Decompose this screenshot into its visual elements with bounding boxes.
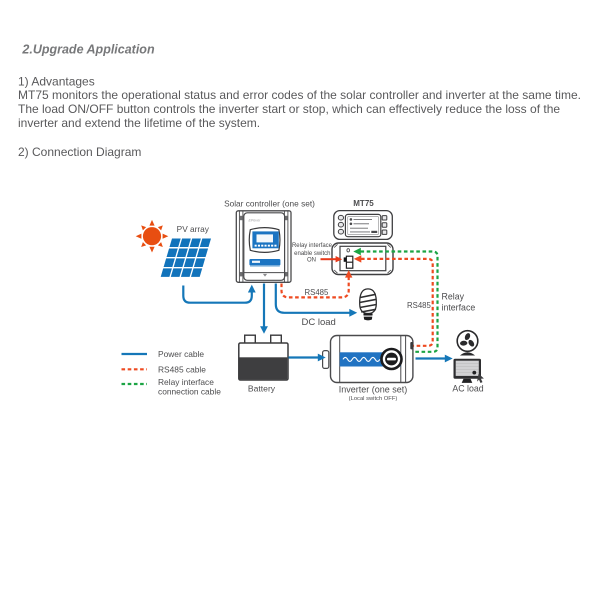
svg-text:MT75 monitors the operational: MT75 monitors the operational status and…: [18, 88, 581, 102]
svg-text:Relay interface: Relay interface: [292, 243, 333, 249]
svg-text:PV array: PV array: [177, 224, 210, 234]
svg-text:inverter and extend the lifeti: inverter and extend the lifetime of the …: [18, 116, 260, 130]
svg-text:RS485 cable: RS485 cable: [158, 364, 206, 374]
svg-text:2) Connection Diagram: 2) Connection Diagram: [18, 145, 141, 159]
svg-text:connection cable: connection cable: [158, 386, 221, 396]
svg-text:RS485: RS485: [407, 301, 432, 310]
svg-text:MT75: MT75: [353, 199, 374, 208]
svg-text:EPever: EPever: [249, 219, 262, 223]
svg-text:2.Upgrade Application: 2.Upgrade Application: [21, 43, 155, 57]
svg-text:enable switch: enable switch: [294, 251, 330, 257]
svg-text:Relay interface: Relay interface: [158, 377, 214, 387]
svg-text:Battery: Battery: [248, 384, 276, 394]
svg-text:1) Advantages: 1) Advantages: [18, 74, 95, 88]
svg-text:AC load: AC load: [452, 384, 483, 394]
svg-text:ON: ON: [307, 258, 316, 264]
svg-text:RS485: RS485: [305, 288, 330, 297]
svg-text:Power cable: Power cable: [158, 349, 204, 359]
svg-text:Inverter (one set): Inverter (one set): [339, 385, 408, 395]
svg-text:DC load: DC load: [302, 317, 336, 328]
svg-text:Relay: Relay: [442, 292, 465, 302]
svg-text:(Local switch OFF): (Local switch OFF): [349, 396, 398, 402]
svg-text:interface: interface: [442, 303, 476, 313]
svg-text:The load ON/OFF button control: The load ON/OFF button controls the inve…: [18, 102, 560, 116]
svg-text:Solar controller (one set): Solar controller (one set): [224, 198, 315, 208]
